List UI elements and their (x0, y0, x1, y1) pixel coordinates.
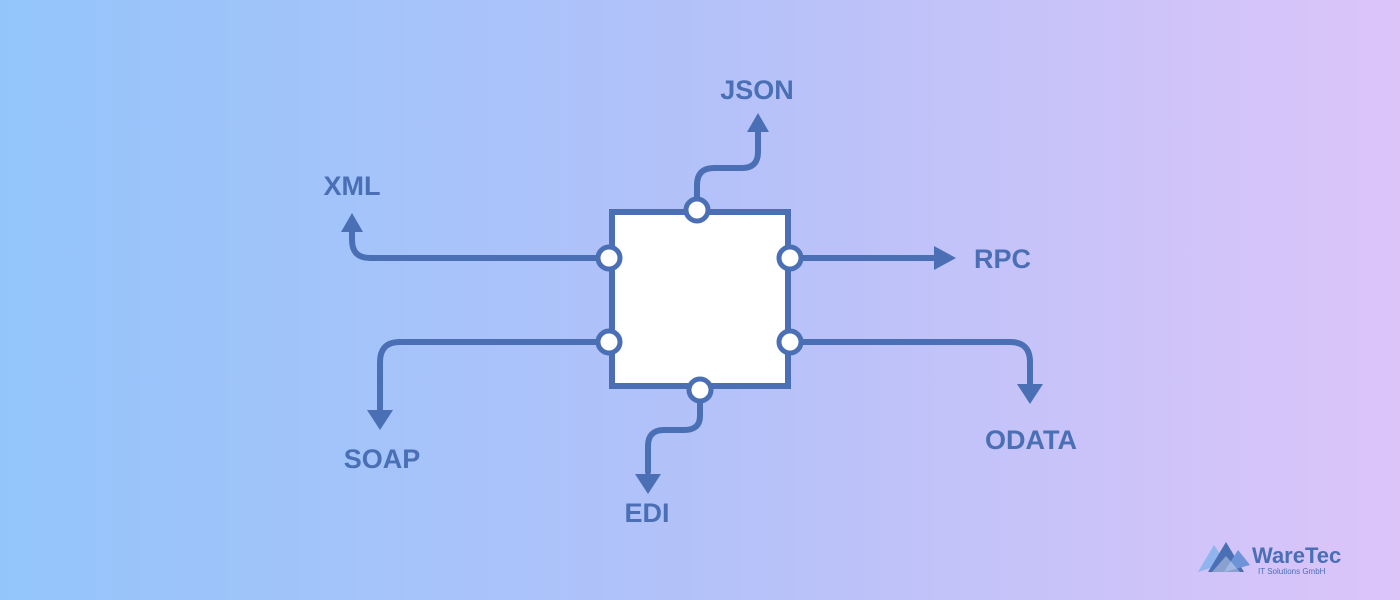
port-xml (595, 244, 623, 272)
connector-json (694, 125, 761, 203)
port-rpc (776, 244, 804, 272)
arrowhead-rpc (934, 246, 956, 270)
label-edi: EDI (624, 498, 669, 528)
connector-edi (645, 399, 703, 475)
label-xml: XML (324, 171, 381, 201)
label-odata: ODATA (985, 425, 1077, 455)
label-soap: SOAP (344, 444, 421, 474)
label-json: JSON (720, 75, 794, 105)
connector-soap (377, 339, 600, 413)
port-json (683, 196, 711, 224)
connector-odata (800, 339, 1033, 387)
arrowhead-edi (635, 474, 661, 494)
arrowhead-soap (367, 410, 393, 430)
central-system-box (609, 209, 791, 389)
port-soap (595, 328, 623, 356)
logo-tagline: IT Solutions GmbH (1258, 567, 1326, 576)
arrowhead-xml (341, 213, 363, 232)
logo-name: WareTec (1252, 543, 1341, 568)
port-edi (686, 376, 714, 404)
arrowhead-odata (1017, 384, 1043, 404)
connector-xml (349, 225, 600, 261)
waretec-logo-icon (1198, 542, 1250, 572)
port-odata (776, 328, 804, 356)
arrowhead-json (747, 113, 769, 132)
label-rpc: RPC (974, 244, 1031, 274)
waretec-logo: WareTec IT Solutions GmbH (1198, 542, 1341, 576)
